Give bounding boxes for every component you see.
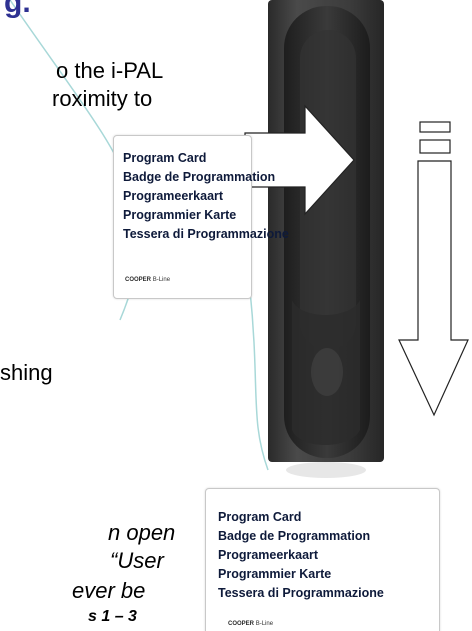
cooper-logo-suffix: B-Line <box>152 277 171 283</box>
cooper-logo-suffix: B-Line <box>255 621 274 627</box>
card-line-tessera: Tessera di Programmazione <box>218 586 384 600</box>
slide-text-line-3: shing <box>0 360 53 385</box>
card-line-programmier-karte: Programmier Karte <box>123 208 237 222</box>
program-card-text: Program Card Badge de Programmation Prog… <box>218 508 384 603</box>
handle-keyhole <box>311 348 343 396</box>
card-line-programmier-karte: Programmier Karte <box>218 567 332 581</box>
card-line-tessera: Tessera di Programmazione <box>123 227 289 241</box>
program-card-bottom: Program Card Badge de Programmation Prog… <box>205 488 440 631</box>
card-line-badge: Badge de Programmation <box>218 529 371 543</box>
slide-italic-line-1: n open <box>108 520 176 545</box>
slide-italic-line-4: s 1 – 3 <box>88 608 137 625</box>
card-line-programeerkaart: Programeerkaart <box>123 189 224 203</box>
card-line-programeerkaart: Programeerkaart <box>218 548 319 562</box>
card-line-program-card: Program Card <box>218 510 302 524</box>
cooper-logo-brand: COOPER <box>228 621 255 627</box>
cooper-logo: COOPER B-Line <box>228 621 273 627</box>
cooper-logo: COOPER B-Line <box>125 277 170 283</box>
connector-curve-lower <box>249 289 269 471</box>
slide-text-line-2: roximity to <box>52 86 153 111</box>
slide-italic-line-3: ever be <box>72 578 146 603</box>
slide-text-line-1: o the i-PAL <box>56 58 164 83</box>
slide-title-fragment: g. <box>4 0 31 19</box>
program-card-top: Program Card Badge de Programmation Prog… <box>113 135 289 299</box>
slide-italic-line-2: “User <box>110 548 164 573</box>
program-card-text: Program Card Badge de Programmation Prog… <box>123 149 289 244</box>
cooper-logo-brand: COOPER <box>125 277 152 283</box>
card-line-badge: Badge de Programmation <box>123 170 276 184</box>
card-line-program-card: Program Card <box>123 151 207 165</box>
